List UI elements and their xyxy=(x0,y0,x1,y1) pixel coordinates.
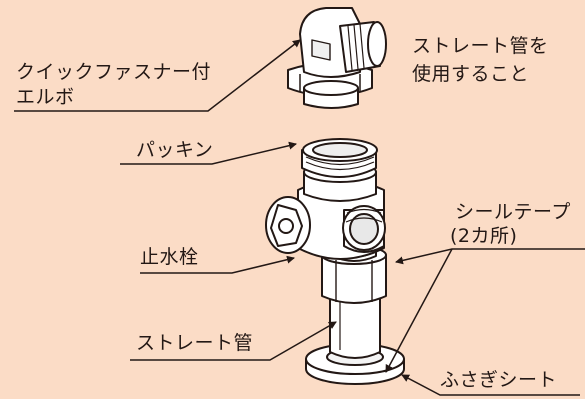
label-cover-sheet: ふさぎシート xyxy=(440,369,558,391)
label-elbow-line1: クイックファスナー付 xyxy=(16,61,212,83)
elbow-leader xyxy=(14,39,301,112)
label-packing: パッキン xyxy=(136,139,214,161)
seal-tape-leader-upper xyxy=(395,248,585,265)
label-elbow-line2: エルボ xyxy=(16,86,75,108)
label-seal-tape-line2: (2カ所) xyxy=(450,225,518,247)
label-straight-note-line1: ストレート管を xyxy=(412,35,549,57)
label-stop-valve: 止水栓 xyxy=(140,246,199,268)
packing-leader xyxy=(120,141,297,165)
packing-part xyxy=(301,138,378,178)
label-seal-tape-line1: シールテープ xyxy=(455,201,571,223)
cover-sheet-leader xyxy=(401,374,580,396)
stop-valve-part xyxy=(265,161,386,260)
label-straight-note-line2: 使用すること xyxy=(412,63,530,85)
quick-fastener-elbow-part xyxy=(287,7,387,109)
seal-tape-leader-lower xyxy=(385,248,453,373)
label-straight-pipe: ストレート管 xyxy=(136,332,254,354)
stop-valve-leader xyxy=(140,255,295,274)
straight-pipe-leader xyxy=(130,321,337,361)
